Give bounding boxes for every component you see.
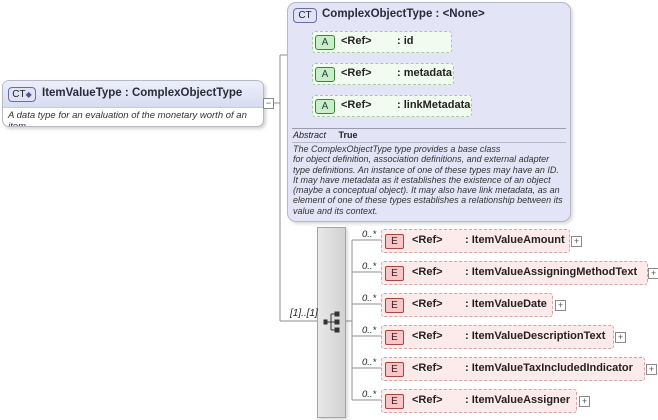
element-ref: <Ref>	[412, 266, 443, 278]
element-ref: <Ref>	[412, 234, 443, 246]
attribute-icon: A	[315, 35, 335, 50]
element-itemvaluedate[interactable]: E <Ref> : ItemValueDate	[381, 293, 553, 317]
expand-toggle[interactable]: +	[648, 268, 658, 279]
element-icon: E	[385, 330, 404, 345]
element-itemvalueassigningmethodtext[interactable]: E <Ref> : ItemValueAssigningMethodText	[381, 261, 648, 285]
element-cardinality: 0..*	[362, 357, 377, 368]
element-cardinality: 0..*	[362, 261, 377, 272]
element-ref: <Ref>	[412, 330, 443, 342]
element-name: : ItemValueAmount	[465, 234, 565, 246]
abstract-property: Abstract True	[293, 130, 358, 140]
element-icon: E	[385, 394, 404, 409]
element-itemvaluetaxincludedindicator[interactable]: E <Ref> : ItemValueTaxIncludedIndicator	[381, 357, 645, 381]
attribute-name: : linkMetadata	[397, 99, 471, 111]
sequence-icon	[323, 311, 340, 333]
element-itemvalueamount[interactable]: E <Ref> : ItemValueAmount	[381, 229, 570, 253]
element-ref: <Ref>	[412, 298, 443, 310]
element-cardinality: 0..*	[362, 293, 377, 304]
element-name: : ItemValueDate	[465, 298, 547, 310]
expand-toggle[interactable]: +	[571, 236, 582, 247]
element-name: : ItemValueTaxIncludedIndicator	[465, 362, 633, 374]
element-icon: E	[385, 298, 404, 313]
element-icon: E	[385, 362, 404, 377]
element-cardinality: 0..*	[362, 229, 377, 240]
expand-toggle[interactable]: +	[579, 396, 590, 407]
main-type-header: CT◆ ItemValueType : ComplexObjectType	[3, 81, 263, 108]
sequence-compositor[interactable]	[317, 227, 346, 418]
complex-type-icon: CT◆	[8, 87, 36, 102]
element-cardinality: 0..*	[362, 325, 377, 336]
element-itemvalueassigner[interactable]: E <Ref> : ItemValueAssigner	[381, 389, 577, 413]
element-name: : ItemValueAssigner	[465, 394, 571, 406]
element-icon: E	[385, 266, 404, 281]
attribute-icon: A	[315, 67, 335, 82]
expand-toggle[interactable]: +	[555, 300, 566, 311]
attribute-ref: <Ref>	[341, 35, 372, 47]
element-itemvaluedescriptiontext[interactable]: E <Ref> : ItemValueDescriptionText	[381, 325, 614, 349]
divider	[292, 142, 566, 143]
expand-toggle[interactable]: +	[646, 364, 657, 375]
attribute-icon: A	[315, 99, 335, 114]
element-ref: <Ref>	[412, 362, 443, 374]
complex-type-icon: CT	[293, 8, 317, 23]
base-type-title[interactable]: ComplexObjectType : <None>	[322, 8, 485, 20]
attribute-id[interactable]: A <Ref> : id	[312, 31, 452, 53]
sequence-cardinality: [1]..[1]	[290, 308, 318, 319]
base-type-panel: CT ComplexObjectType : <None> A <Ref> : …	[287, 2, 571, 222]
collapse-toggle[interactable]: −	[263, 98, 274, 109]
plug-icon: ◆	[25, 90, 32, 99]
expand-toggle[interactable]: +	[615, 332, 626, 343]
main-type-title: ItemValueType : ComplexObjectType	[42, 87, 243, 99]
attribute-name: : metadata	[397, 67, 453, 79]
element-cardinality: 0..*	[362, 389, 377, 400]
attribute-ref: <Ref>	[341, 99, 372, 111]
attribute-linkmetadata[interactable]: A <Ref> : linkMetadata	[312, 95, 472, 117]
attribute-name: : id	[397, 35, 414, 47]
base-type-description: The ComplexObjectType type provides a ba…	[293, 144, 563, 216]
attribute-metadata[interactable]: A <Ref> : metadata	[312, 63, 454, 85]
main-complex-type[interactable]: CT◆ ItemValueType : ComplexObjectType A …	[2, 80, 264, 127]
divider	[292, 128, 566, 129]
main-type-description: A data type for an evaluation of the mon…	[8, 110, 247, 127]
attribute-ref: <Ref>	[341, 67, 372, 79]
element-name: : ItemValueDescriptionText	[465, 330, 606, 342]
element-name: : ItemValueAssigningMethodText	[465, 266, 638, 278]
element-ref: <Ref>	[412, 394, 443, 406]
element-icon: E	[385, 234, 404, 249]
